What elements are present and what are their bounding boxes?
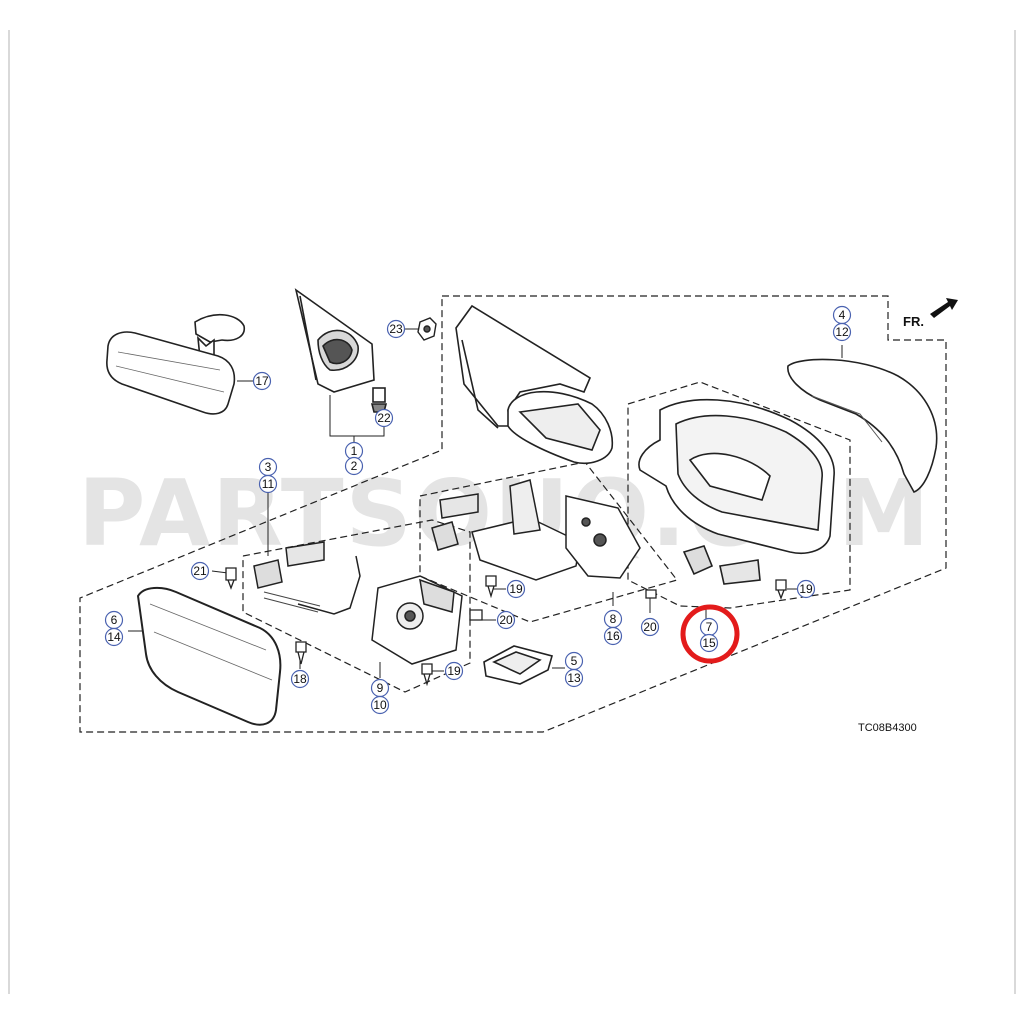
gasket-part — [483, 645, 553, 685]
callout-10[interactable]: 10 — [370, 695, 390, 715]
screws — [225, 567, 787, 687]
callout-19-motor[interactable]: 19 — [444, 661, 464, 681]
svg-text:23: 23 — [389, 322, 403, 336]
callout-1[interactable]: 1 — [344, 441, 364, 461]
svg-text:14: 14 — [107, 630, 121, 644]
left-frame-border — [8, 30, 10, 994]
svg-text:19: 19 — [509, 582, 523, 596]
svg-text:17: 17 — [255, 374, 269, 388]
svg-text:10: 10 — [373, 698, 387, 712]
callout-13[interactable]: 13 — [564, 668, 584, 688]
svg-text:12: 12 — [835, 325, 849, 339]
callout-11[interactable]: 11 — [258, 474, 278, 494]
svg-text:21: 21 — [193, 564, 207, 578]
svg-text:19: 19 — [799, 582, 813, 596]
actuator-base-part — [431, 479, 641, 581]
actuator-motor-part — [253, 541, 463, 665]
callout-5[interactable]: 5 — [564, 651, 584, 671]
callout-2[interactable]: 2 — [344, 456, 364, 476]
callout-19-actuator[interactable]: 19 — [506, 579, 526, 599]
callout-7[interactable]: 7 — [699, 617, 719, 637]
svg-text:3: 3 — [265, 460, 272, 474]
svg-text:18: 18 — [293, 672, 307, 686]
front-direction-label: FR. — [903, 314, 924, 329]
svg-text:11: 11 — [262, 477, 275, 491]
callout-17[interactable]: 17 — [252, 371, 272, 391]
svg-text:2: 2 — [351, 459, 358, 473]
callout-23[interactable]: 23 — [386, 319, 406, 339]
callout-18[interactable]: 18 — [290, 669, 310, 689]
svg-text:15: 15 — [702, 636, 716, 650]
svg-text:1: 1 — [351, 444, 358, 458]
callout-14[interactable]: 14 — [104, 627, 124, 647]
front-direction-indicator: FR. — [903, 298, 958, 329]
callout-6[interactable]: 6 — [104, 610, 124, 630]
mirror-base-part — [455, 304, 614, 464]
svg-text:20: 20 — [499, 613, 513, 627]
callout-16[interactable]: 16 — [603, 626, 623, 646]
callout-12[interactable]: 12 — [832, 322, 852, 342]
svg-text:8: 8 — [610, 612, 617, 626]
svg-text:7: 7 — [706, 620, 713, 634]
svg-text:20: 20 — [643, 620, 657, 634]
triangle-garnish-part — [294, 288, 388, 413]
svg-text:16: 16 — [606, 629, 620, 643]
mirror-housing-part — [638, 398, 835, 585]
right-frame-border — [1014, 30, 1016, 994]
callout-8[interactable]: 8 — [603, 609, 623, 629]
callout-3[interactable]: 3 — [258, 457, 278, 477]
skull-cap-part — [787, 358, 938, 494]
svg-text:13: 13 — [567, 671, 581, 685]
assembly-outline — [79, 295, 947, 733]
diagram-code: TC08B4300 — [858, 722, 917, 734]
svg-text:22: 22 — [377, 411, 391, 425]
callout-19-housing[interactable]: 19 — [796, 579, 816, 599]
highlight-ring — [680, 604, 740, 664]
callout-9[interactable]: 9 — [370, 678, 390, 698]
callout-21[interactable]: 21 — [190, 561, 210, 581]
rear-view-mirror-part — [106, 314, 246, 415]
nut-part — [417, 317, 437, 341]
callout-4[interactable]: 4 — [832, 305, 852, 325]
svg-text:5: 5 — [571, 654, 578, 668]
svg-text:19: 19 — [447, 664, 461, 678]
callout-22[interactable]: 22 — [374, 408, 394, 428]
mirror-glass-part — [136, 586, 282, 726]
callout-15[interactable]: 15 — [699, 633, 719, 653]
callout-20-actuator[interactable]: 20 — [496, 610, 516, 630]
svg-text:4: 4 — [839, 308, 846, 322]
svg-text:6: 6 — [111, 613, 118, 627]
svg-text:9: 9 — [377, 681, 384, 695]
callout-20-base[interactable]: 20 — [640, 617, 660, 637]
